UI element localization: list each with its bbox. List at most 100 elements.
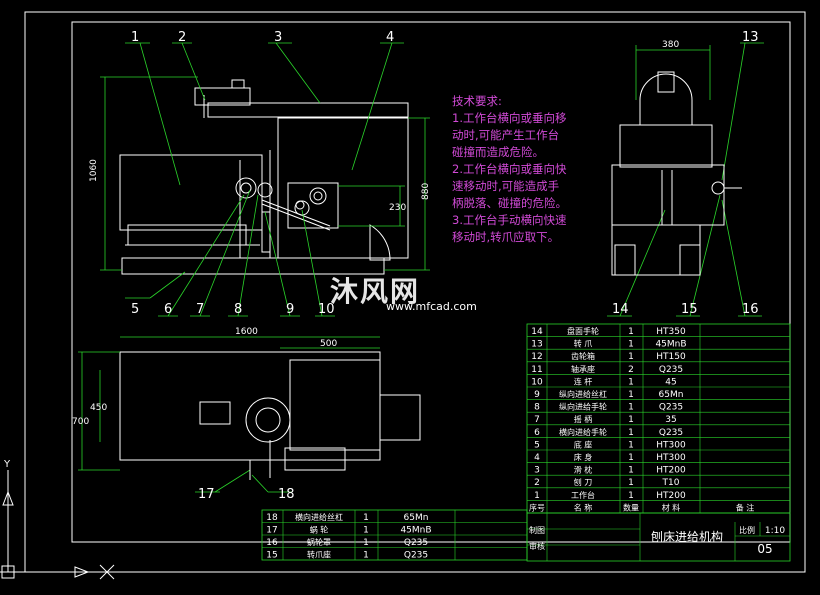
tech-line: 3.工作台手动横向快速 bbox=[452, 213, 567, 227]
callout-5: 5 bbox=[131, 302, 139, 317]
part-material: Q235 bbox=[659, 403, 683, 413]
part-no: 10 bbox=[531, 377, 543, 387]
part-material: 65Mn bbox=[404, 513, 429, 523]
header-no: 序号 bbox=[529, 502, 545, 512]
watermark-logo: 沐风网 bbox=[330, 270, 420, 310]
callout-16: 16 bbox=[742, 302, 759, 317]
front-dimensions bbox=[100, 76, 430, 271]
drawing-title: 刨床进给机构 bbox=[651, 529, 723, 544]
outer-frame bbox=[24, 11, 806, 573]
part-material: 35 bbox=[665, 415, 676, 425]
part-name: 盘面手轮 bbox=[567, 326, 599, 336]
dim-top-inner: 500 bbox=[320, 339, 337, 349]
part-material: Q235 bbox=[659, 428, 683, 438]
callout-2: 2 bbox=[178, 30, 186, 45]
tech-line: 1.工作台横向或垂向移 bbox=[452, 111, 567, 125]
part-no: 1 bbox=[534, 491, 540, 501]
part-material: Q235 bbox=[404, 538, 428, 548]
part-name: 连 杆 bbox=[574, 376, 593, 386]
callout-9: 9 bbox=[286, 302, 294, 317]
part-material: 45MnB bbox=[400, 526, 431, 536]
tech-line: 速移动时,可能造成手 bbox=[452, 179, 560, 193]
inner-frame bbox=[71, 21, 791, 543]
part-material: Q235 bbox=[404, 551, 428, 561]
dim-front-right: 880 bbox=[421, 183, 431, 200]
header-material: 材 料 bbox=[662, 502, 681, 512]
part-material: HT200 bbox=[656, 491, 686, 501]
part-name: 纵向进给丝杠 bbox=[559, 389, 607, 399]
part-name: 横向进给手轮 bbox=[559, 427, 607, 437]
reviewer-label: 审核 bbox=[529, 541, 545, 551]
dim-top-h2: 450 bbox=[90, 403, 107, 413]
scale-label: 比例 bbox=[739, 525, 755, 535]
top-view bbox=[119, 351, 421, 480]
dim-top-h1: 700 bbox=[72, 417, 89, 427]
part-name: 齿轮箱 bbox=[571, 351, 595, 361]
header-qty: 数量 bbox=[623, 502, 639, 512]
callout-17: 17 bbox=[198, 487, 215, 502]
part-name: 蜗 轮 bbox=[310, 525, 329, 535]
part-qty: 1 bbox=[363, 513, 369, 523]
callout-4: 4 bbox=[386, 30, 394, 45]
part-no: 3 bbox=[534, 466, 540, 476]
tech-line: 动时,可能产生工作台 bbox=[452, 128, 560, 142]
part-qty: 1 bbox=[628, 415, 634, 425]
ucs-icon: Y bbox=[1, 459, 115, 580]
part-no: 4 bbox=[534, 453, 540, 463]
part-material: HT150 bbox=[656, 352, 686, 362]
part-no: 5 bbox=[534, 440, 540, 450]
tech-line: 碰撞而造成危险。 bbox=[452, 145, 544, 159]
part-no: 8 bbox=[534, 403, 540, 413]
callout-10: 10 bbox=[318, 302, 335, 317]
part-no: 11 bbox=[531, 365, 542, 375]
header-note: 备 注 bbox=[736, 502, 755, 512]
tech-line: 移动时,转爪应取下。 bbox=[452, 230, 560, 244]
part-name: 转 爪 bbox=[574, 339, 593, 349]
dim-front-inner: 230 bbox=[389, 203, 406, 213]
part-material: 45MnB bbox=[655, 340, 686, 350]
part-qty: 1 bbox=[628, 340, 634, 350]
part-no: 15 bbox=[266, 551, 277, 561]
callout-1: 1 bbox=[131, 30, 139, 45]
part-name: 横向进给丝杠 bbox=[295, 512, 343, 522]
part-no: 2 bbox=[534, 478, 540, 488]
part-no: 9 bbox=[534, 390, 540, 400]
callout-14: 14 bbox=[612, 302, 629, 317]
part-material: HT300 bbox=[656, 453, 686, 463]
part-material: HT200 bbox=[656, 466, 686, 476]
tech-title: 技术要求: bbox=[452, 94, 502, 108]
callout-15: 15 bbox=[681, 302, 698, 317]
callout-leaders bbox=[125, 42, 764, 493]
part-qty: 1 bbox=[628, 478, 634, 488]
part-name: 转爪座 bbox=[307, 550, 331, 560]
part-qty: 1 bbox=[628, 403, 634, 413]
part-material: HT350 bbox=[656, 327, 686, 337]
part-no: 12 bbox=[531, 352, 542, 362]
part-qty: 1 bbox=[363, 538, 369, 548]
part-name: 底 座 bbox=[574, 439, 593, 449]
scale-value: 1:10 bbox=[765, 526, 785, 536]
part-name: 滑 枕 bbox=[574, 465, 593, 475]
callout-3: 3 bbox=[274, 30, 282, 45]
part-qty: 1 bbox=[628, 390, 634, 400]
part-qty: 1 bbox=[628, 491, 634, 501]
part-material: HT300 bbox=[656, 440, 686, 450]
sheet-number: 05 bbox=[757, 542, 772, 556]
svg-text:Y: Y bbox=[3, 459, 11, 470]
part-qty: 1 bbox=[628, 453, 634, 463]
top-dimensions bbox=[78, 336, 380, 471]
part-no: 14 bbox=[531, 327, 543, 337]
tech-line: 2.工作台横向或垂向快 bbox=[452, 162, 567, 176]
front-view bbox=[119, 79, 409, 275]
part-material: 65Mn bbox=[659, 390, 684, 400]
part-qty: 1 bbox=[628, 428, 634, 438]
part-name: 摇 柄 bbox=[574, 414, 593, 424]
part-material: 45 bbox=[665, 377, 676, 387]
dim-side-width: 380 bbox=[662, 40, 679, 50]
callout-6: 6 bbox=[164, 302, 172, 317]
watermark-url: www.mfcad.com bbox=[386, 300, 477, 313]
